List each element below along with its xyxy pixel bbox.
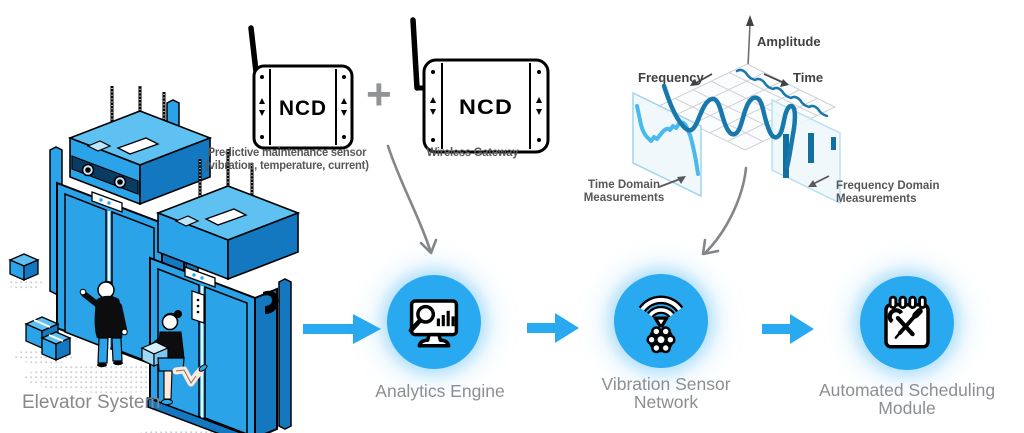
- ncd-logo: NCD: [279, 97, 327, 120]
- wifi-gear-network-icon: [638, 295, 684, 354]
- frequency-domain-pane: [771, 98, 841, 205]
- amplitude-axis: Amplitude: [746, 15, 821, 67]
- time-domain-label: Time Domain Measurements: [584, 176, 686, 204]
- time-domain-pane: [632, 91, 702, 198]
- ncd-logo: NCD: [459, 96, 513, 119]
- svg-text:Time Domain: Time Domain: [588, 179, 660, 191]
- elevator-system-label: Elevator System: [22, 392, 161, 413]
- curved-arrow-diagram-to-network: [701, 166, 748, 256]
- time-domain-waveform: [635, 104, 700, 176]
- ripple-waveform: [735, 68, 829, 118]
- monitor-chart-magnifier-icon: [408, 299, 459, 348]
- svg-text:Measurements: Measurements: [836, 193, 917, 205]
- time-axis: Time: [763, 70, 823, 87]
- calendar-tools-icon: [884, 295, 930, 349]
- predictive-maintenance-sensor-device: NCD: [248, 25, 354, 150]
- antenna: [410, 17, 420, 91]
- analytics-engine-label: Analytics Engine: [375, 381, 505, 401]
- left-elevator-machine-room: [67, 86, 213, 206]
- frequency-axis: Frequency: [638, 70, 713, 86]
- analytics-engine-node: [387, 275, 481, 369]
- sensor-label: Predictive maintenance sensor (vibration…: [205, 147, 369, 173]
- person-man: [79, 280, 128, 368]
- svg-text:Frequency Domain: Frequency Domain: [836, 180, 940, 192]
- svg-text:Time: Time: [793, 70, 823, 85]
- gateway-label: Wireless Gateway: [426, 147, 519, 159]
- wrench: [887, 308, 904, 324]
- plus-sign: +: [366, 70, 392, 119]
- wireless-gateway-device: NCD: [410, 17, 550, 154]
- package-boxes: [8, 253, 72, 361]
- spectrum-bar: [808, 133, 814, 163]
- elevator-illustration: [6, 86, 300, 433]
- flow-arrow-2: [527, 313, 579, 343]
- vibration-sensor-network-label: Vibration Sensor Network: [601, 374, 731, 413]
- right-elevator-machine-room: [155, 149, 300, 281]
- vibration-sensor-network-node: [614, 274, 708, 368]
- curved-arrow-devices-to-analytics: [386, 144, 438, 255]
- spectrum-bar: [783, 134, 789, 178]
- automated-scheduling-node: [860, 276, 954, 370]
- person-woman: [140, 310, 208, 406]
- automated-scheduling-label: Automated Scheduling Module: [818, 380, 996, 419]
- flow-arrow-3: [762, 314, 814, 344]
- spectrum-bar: [831, 137, 836, 150]
- svg-text:Measurements: Measurements: [584, 192, 665, 204]
- flow-arrow-1: [303, 314, 381, 344]
- svg-text:Frequency: Frequency: [638, 70, 705, 85]
- main-vibration-waveform: [661, 83, 798, 170]
- svg-text:Amplitude: Amplitude: [757, 34, 821, 49]
- time-frequency-diagram: Amplitude Frequency Time: [584, 15, 940, 205]
- frequency-domain-label: Frequency Domain Measurements: [808, 175, 940, 205]
